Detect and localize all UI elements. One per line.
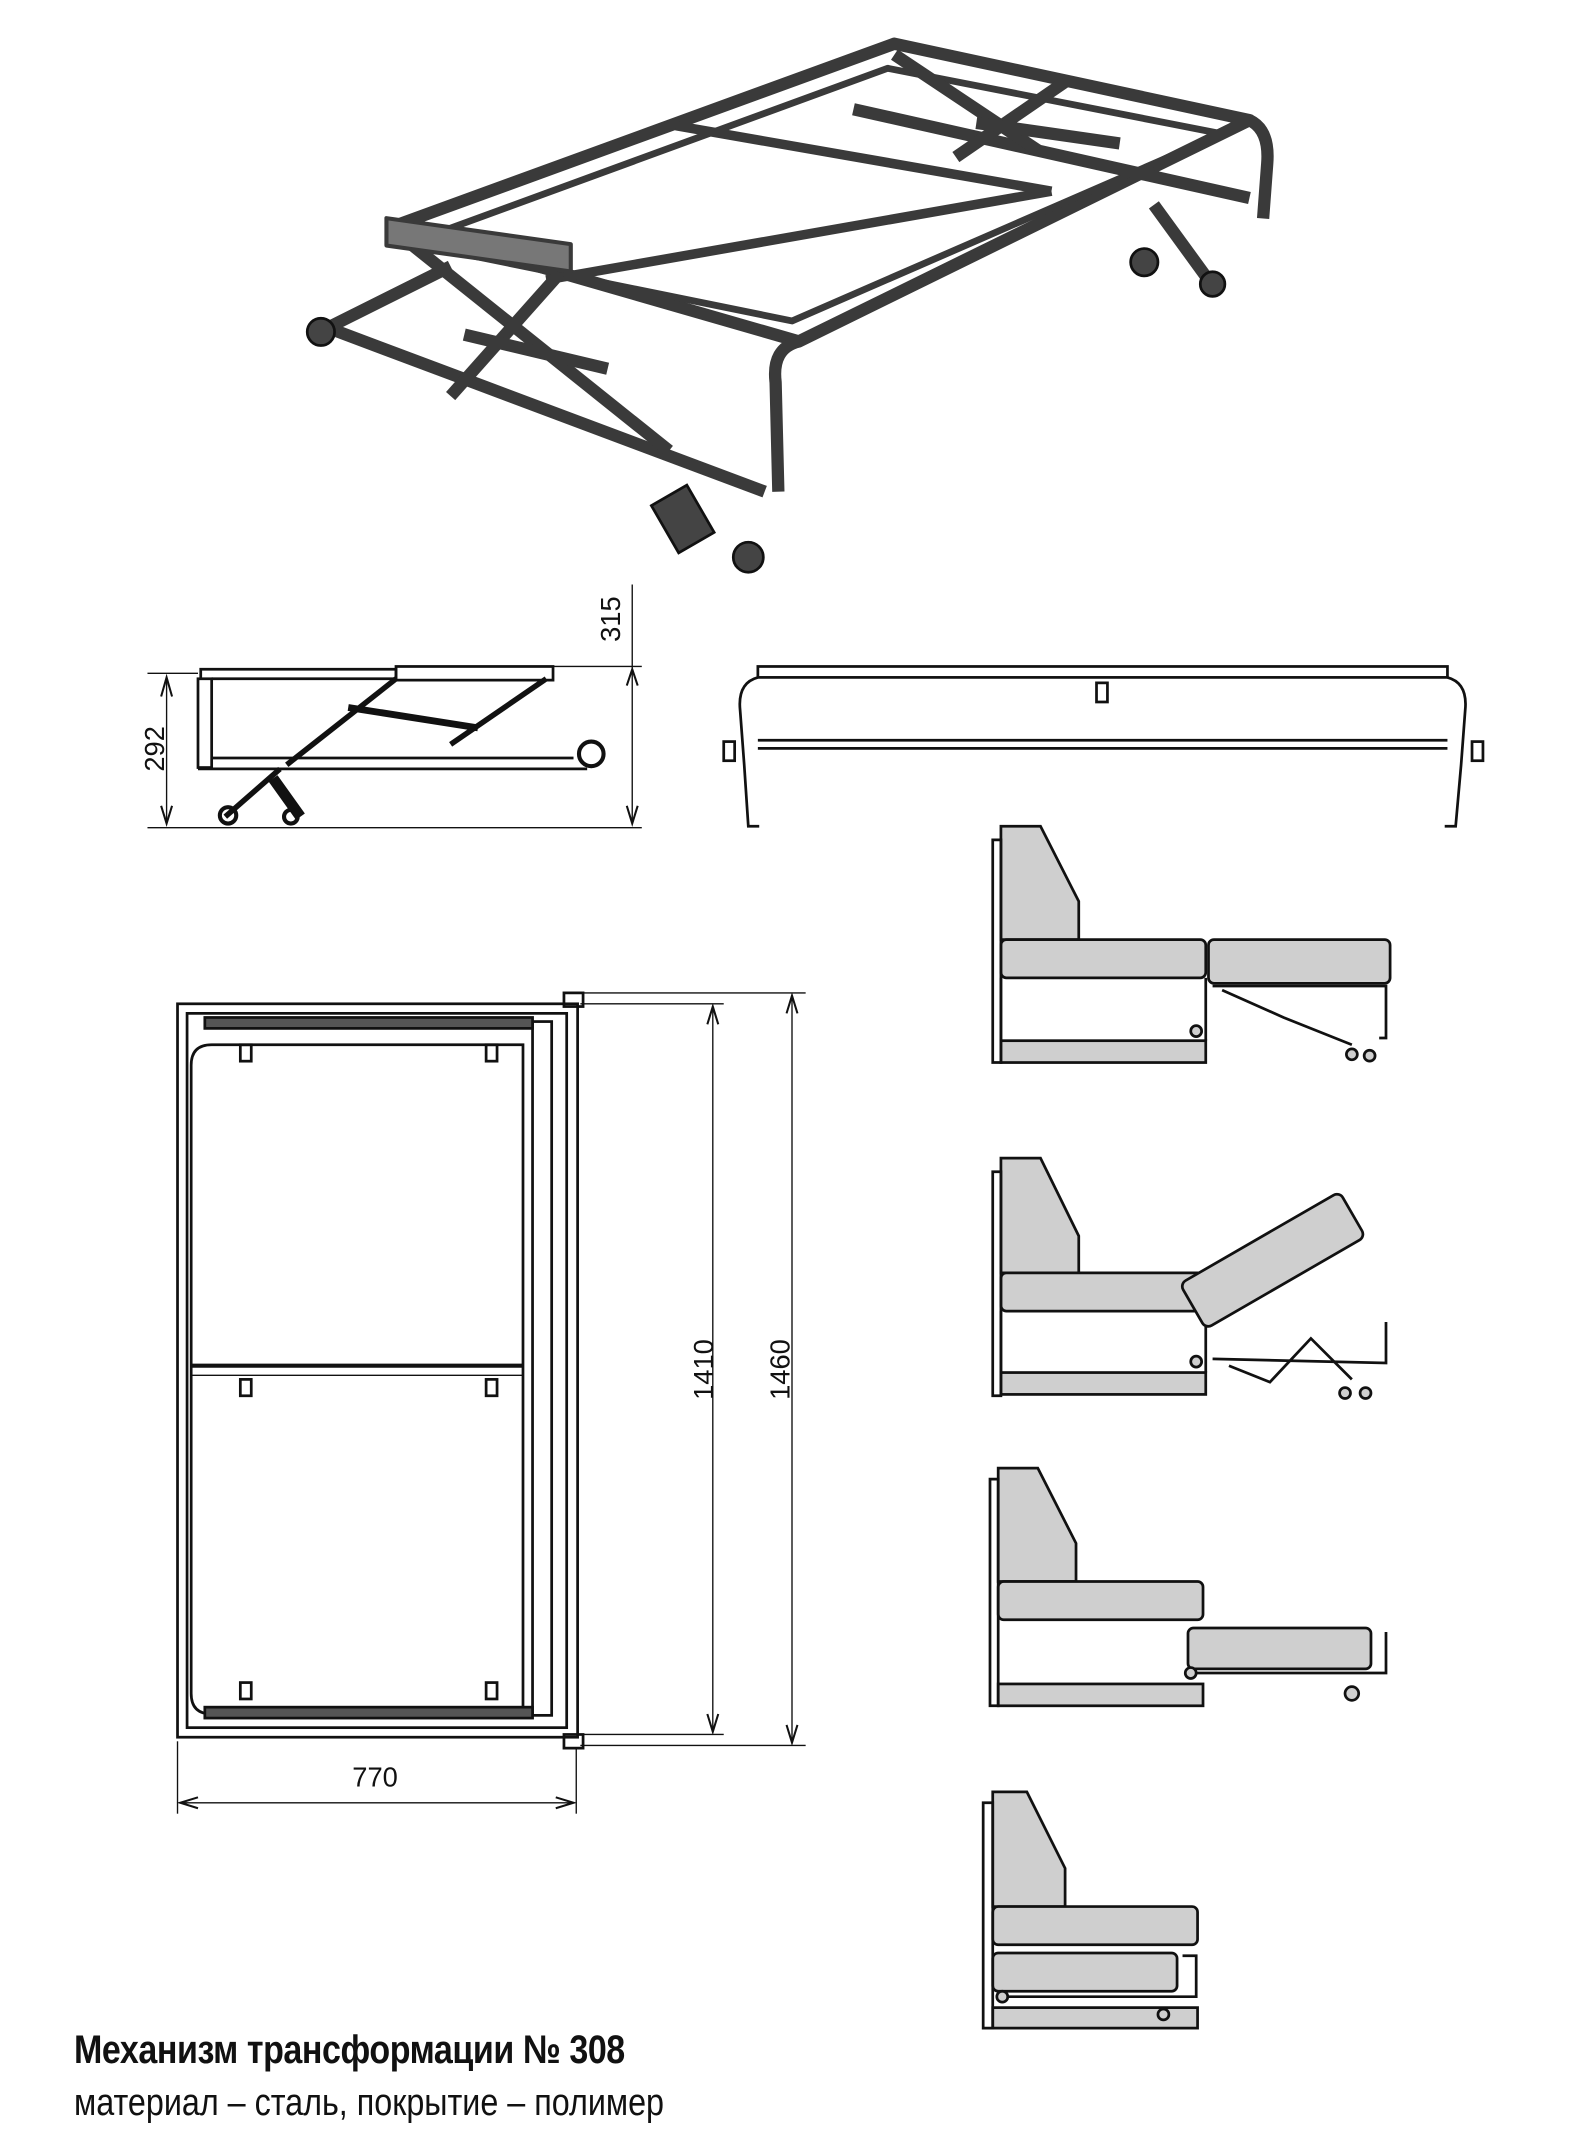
front-view [722, 665, 1485, 828]
dim-length-outer: 1460 [764, 1339, 795, 1400]
dim-length-inner: 1410 [688, 1339, 719, 1400]
dim-height-total: 315 [595, 596, 626, 642]
frame-3d-view [324, 37, 1274, 498]
material-description: материал – сталь, покрытие – полимер [74, 2082, 665, 2124]
sofa-stage-3-sliding [988, 1466, 1388, 1708]
sofa-stage-4-folded [981, 1790, 1199, 2030]
frame-3d-wheels [305, 247, 1227, 574]
sofa-stage-2-lifting [991, 1156, 1388, 1400]
sofa-stage-1-unfolded [991, 824, 1392, 1064]
top-view [176, 991, 806, 1814]
dim-height-frame: 292 [139, 726, 170, 772]
page-title: Механизм трансформации № 308 [74, 2028, 625, 2072]
side-view [147, 584, 642, 829]
dim-width: 770 [352, 1761, 398, 1792]
